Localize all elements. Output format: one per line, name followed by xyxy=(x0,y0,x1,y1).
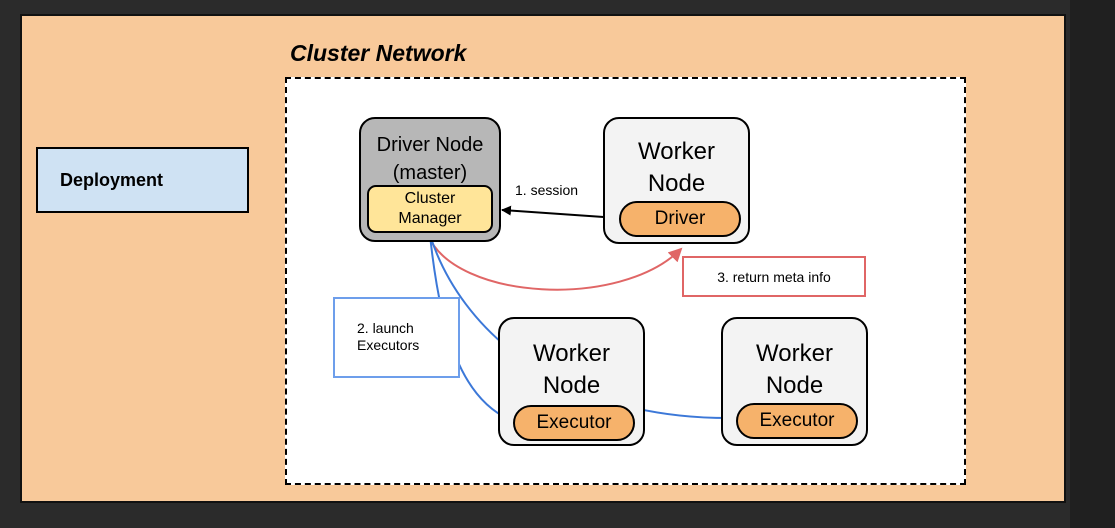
launch-step-line1: 2. launch xyxy=(357,320,414,336)
executor-pill: Executor xyxy=(513,405,635,441)
deployment-box: Deployment xyxy=(36,147,249,213)
right-edge-strip xyxy=(1070,0,1115,528)
worker-node-driver: Worker Node Driver xyxy=(603,117,750,244)
driver-node-title: Driver Node (master) xyxy=(376,134,484,184)
meta-info-step-box: 3. return meta info xyxy=(682,256,866,297)
worker-node-title: Worker Node xyxy=(638,138,715,197)
cluster-network-title: Cluster Network xyxy=(290,40,467,66)
deployment-label: Deployment xyxy=(60,169,164,190)
launch-step-line2: Executors xyxy=(357,337,420,353)
worker-node-title: Worker Node xyxy=(756,340,833,399)
worker-node-executor-1: Worker Node Executor xyxy=(498,317,645,446)
driver-node: Driver Node (master) Cluster Manager xyxy=(359,117,501,242)
cluster-manager-box: Cluster Manager xyxy=(367,185,493,233)
launch-executors-step-box: 2. launch Executors xyxy=(333,297,460,378)
worker-node-title: Worker Node xyxy=(533,340,610,399)
driver-pill: Driver xyxy=(619,201,741,237)
meta-info-step-label: 3. return meta info xyxy=(717,268,831,285)
session-step-label: 1. session xyxy=(515,182,579,198)
worker-node-executor-2: Worker Node Executor xyxy=(721,317,868,446)
executor-pill: Executor xyxy=(736,403,858,439)
